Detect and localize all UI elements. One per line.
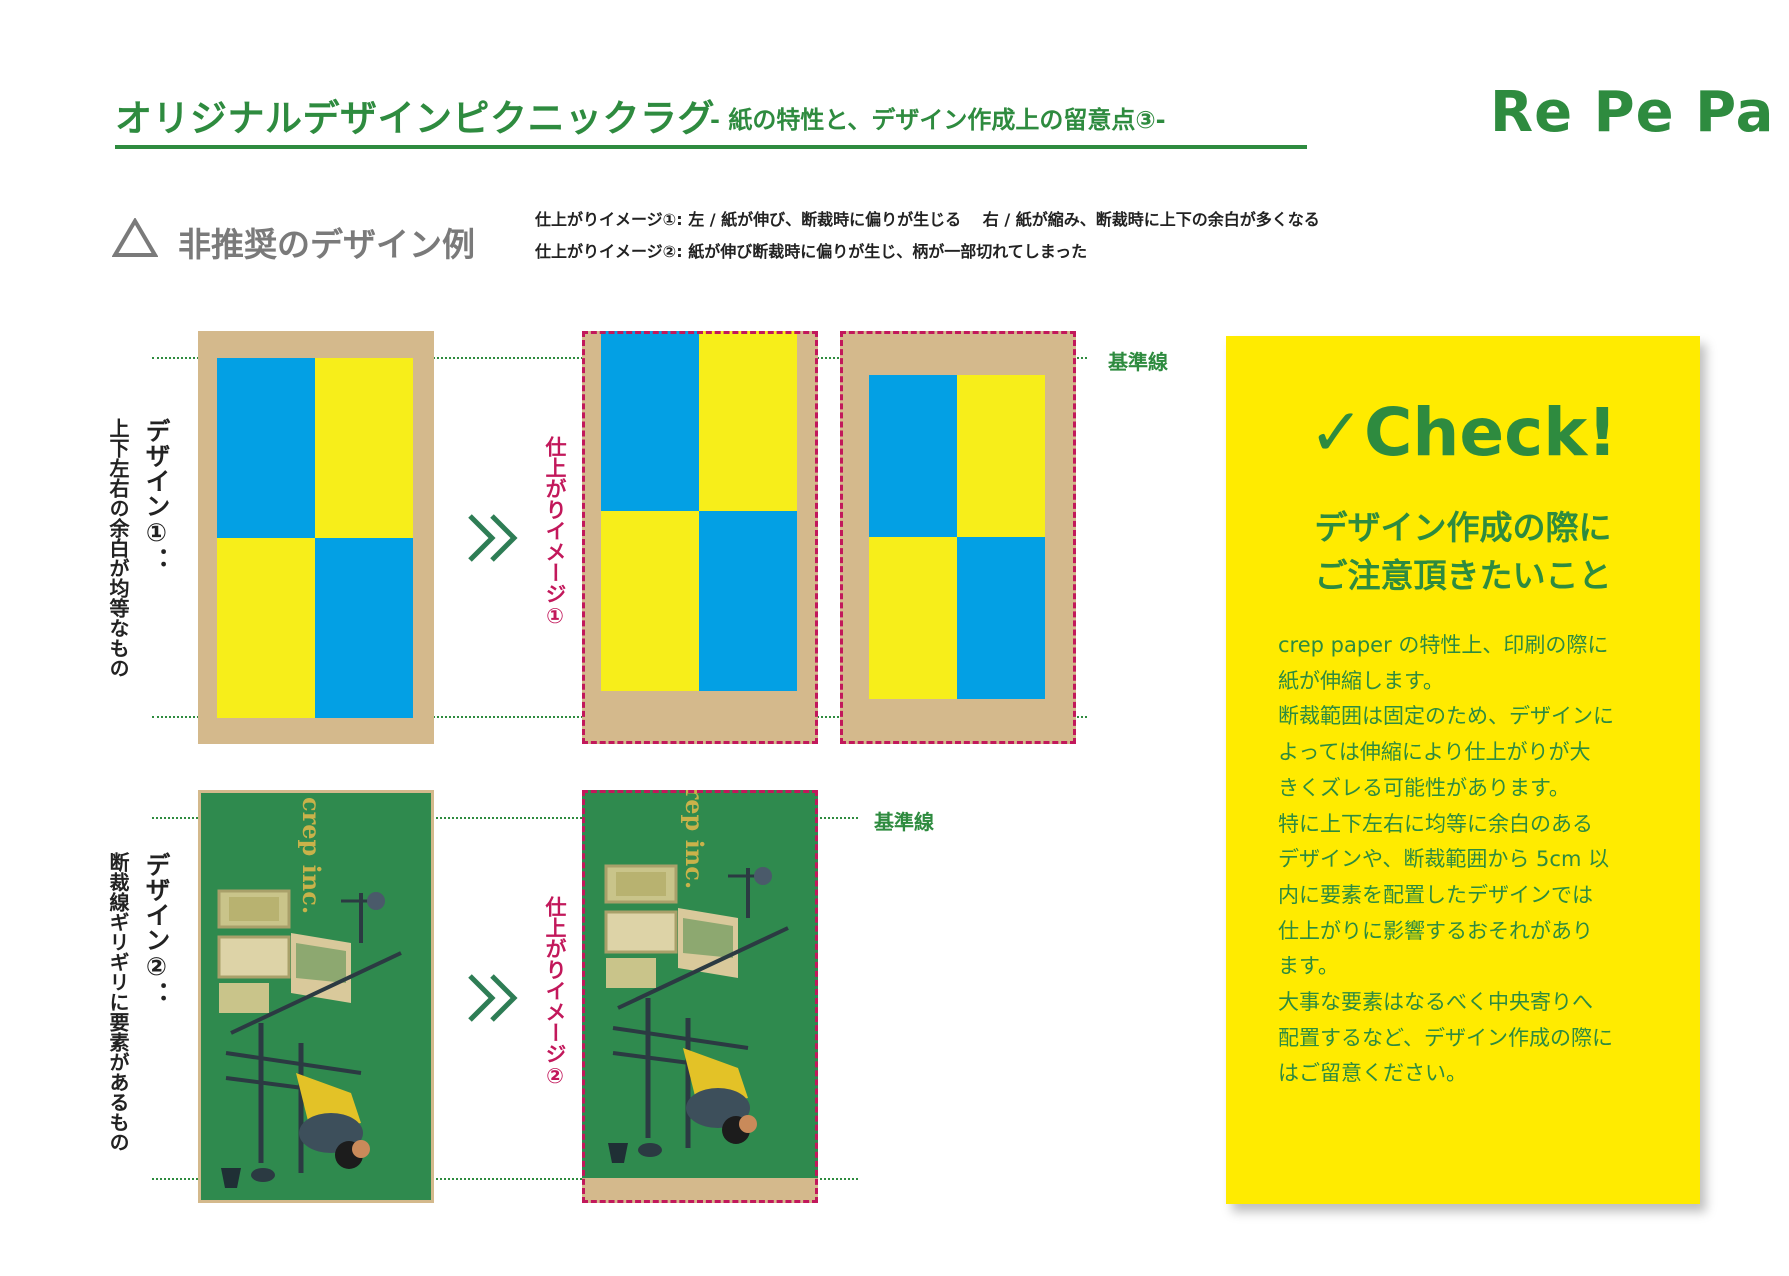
design2-original-rug: crep inc. xyxy=(198,790,434,1203)
double-chevron-right-icon xyxy=(468,974,518,1022)
check-body-line: 紙が伸縮します。 xyxy=(1278,668,1444,693)
cut-frame xyxy=(582,331,818,744)
page-subtitle: - 紙の特性と、デザイン作成上の留意点③- xyxy=(710,106,1166,134)
reference-line-top xyxy=(152,817,858,819)
check-body-line: はご留意ください。 xyxy=(1278,1061,1467,1086)
cut-frame xyxy=(582,790,818,1203)
check-title: ✓Check! xyxy=(1308,394,1618,471)
check-body: crep paper の特性上、印刷の際に 紙が伸縮します。 断裁範囲は固定のた… xyxy=(1278,628,1668,1092)
check-heading-line: ご注意頂きたいこと xyxy=(1314,556,1612,595)
check-body-line: ます。 xyxy=(1278,954,1339,979)
check-body-line: きくズレる可能性があります。 xyxy=(1278,775,1570,800)
result1-label: 仕上がりイメージ① xyxy=(543,436,567,628)
check-body-line: 内に要素を配置したデザインでは xyxy=(1278,882,1593,907)
page-title: オリジナルデザインピクニックラグ xyxy=(115,97,715,140)
brand-text: crep inc. xyxy=(297,797,326,915)
check-body-line: 仕上がりに影響するおそれがあり xyxy=(1278,918,1593,943)
check-body-line: 配置するなど、デザイン作成の際に xyxy=(1278,1025,1613,1050)
brand-text-cut: crep inc. xyxy=(680,790,709,890)
check-body-line: 大事な要素はなるべく中央寄りへ xyxy=(1278,990,1593,1015)
check-body-line: 特に上下左右に均等に余白のある xyxy=(1278,811,1593,836)
result1-shrunk-rug xyxy=(840,331,1076,744)
artist-illustration xyxy=(604,864,789,1163)
design2-title: デザイン②： xyxy=(142,852,171,1006)
reference-line-label: 基準線 xyxy=(874,810,934,834)
warning-triangle-icon xyxy=(112,218,158,257)
double-chevron-right-icon xyxy=(468,514,518,562)
result2-label: 仕上がりイメージ② xyxy=(543,896,567,1088)
artist-illustration xyxy=(217,889,402,1188)
title-underline xyxy=(115,145,1307,149)
section-label: 非推奨のデザイン例 xyxy=(178,225,475,264)
design1-description: 上下左右の余白が均等なもの xyxy=(106,418,130,678)
reference-line-label: 基準線 xyxy=(1108,350,1168,374)
brand-logo: Re Pe Pa xyxy=(1490,80,1775,145)
check-body-line: よっては伸縮により仕上がりが大 xyxy=(1278,740,1591,765)
note-line-1: 仕上がりイメージ①: 左 / 紙が伸び、断裁時に偏りが生じる 右 / 紙が縮み、… xyxy=(535,210,1320,229)
check-body-line: crep paper の特性上、印刷の際に xyxy=(1278,633,1609,657)
design2-description: 断裁線ギリギリに要素があるもの xyxy=(106,852,130,1152)
check-panel: ✓Check! デザイン作成の際に ご注意頂きたいこと crep paper の… xyxy=(1226,336,1700,1204)
check-heading-line: デザイン作成の際に xyxy=(1314,508,1612,547)
note-line-2: 仕上がりイメージ②: 紙が伸び断裁時に偏りが生じ、柄が一部切れてしまった xyxy=(535,242,1088,261)
cut-frame xyxy=(840,331,1076,744)
design1-original-rug xyxy=(198,331,434,744)
check-heading: デザイン作成の際に ご注意頂きたいこと xyxy=(1226,504,1700,600)
result1-stretched-rug xyxy=(582,331,818,744)
check-body-line: デザインや、断裁範囲から 5cm 以 xyxy=(1278,847,1610,872)
reference-line-bottom xyxy=(152,1178,858,1180)
result2-rug: crep inc. xyxy=(582,790,818,1203)
check-body-line: 断裁範囲は固定のため、デザインに xyxy=(1278,704,1614,729)
design1-title: デザイン①： xyxy=(142,418,171,572)
